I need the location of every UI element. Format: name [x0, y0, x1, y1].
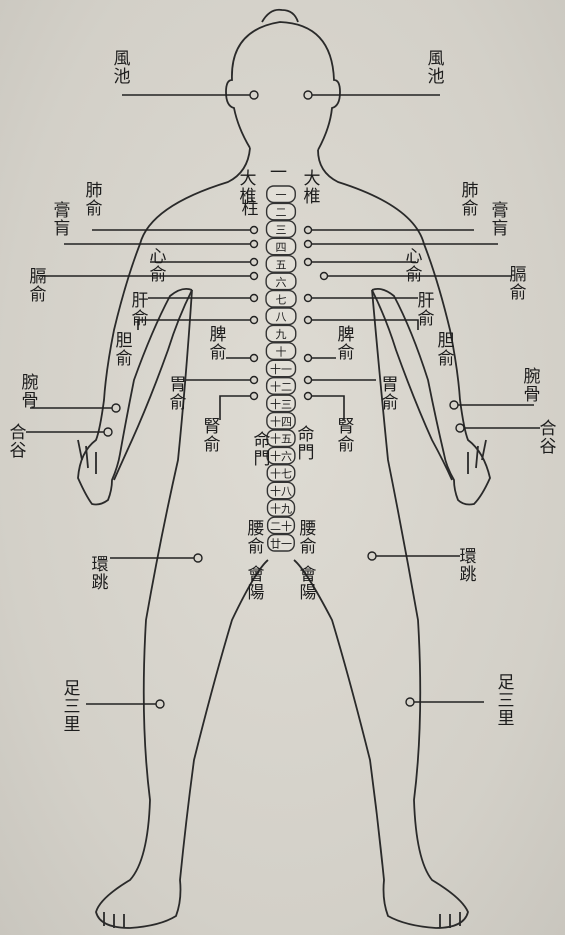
- acupoint-pishu-right: [305, 355, 312, 362]
- vertebra-number: 六: [276, 276, 287, 289]
- label-geshu-left: 膈俞: [30, 267, 47, 305]
- vertebra-number: 十九: [270, 501, 292, 515]
- label-danshu-right: 胆俞: [438, 331, 455, 369]
- acupoint-hegu-right: [456, 424, 464, 432]
- acupoint-shenshu-right: [305, 393, 312, 400]
- head-outline: [226, 22, 340, 150]
- label-yaoshu-right: 腰俞: [300, 519, 317, 557]
- acupoint-danshu-left: [251, 317, 258, 324]
- label-zhu-left: 柱: [242, 199, 259, 219]
- label-xinshu-left: 心俞: [150, 247, 167, 285]
- label-hegu-right: 合谷: [540, 419, 557, 457]
- vertebra-number: 八: [276, 311, 287, 324]
- label-huiyang-right: 會陽: [300, 565, 317, 603]
- label-weishu-left: 胃俞: [170, 375, 187, 413]
- vertebra-number: 四: [276, 241, 287, 254]
- label-feishu-left: 肺俞: [86, 181, 103, 219]
- label-huantiao-right: 環跳: [460, 547, 477, 585]
- vertebra-number: 七: [276, 293, 287, 306]
- acupoint-huantiao-right: [368, 552, 376, 560]
- acupoint-fengchi-right: [304, 91, 312, 99]
- label-ganshu-left: 肝俞: [132, 291, 149, 329]
- vertebra-number: 十三: [270, 397, 292, 411]
- acupoint-gaohuang-right: [305, 241, 312, 248]
- vertebra-number: 十: [276, 345, 287, 359]
- vertebra-number: 十八: [270, 484, 292, 498]
- acupoint-huantiao-left: [194, 554, 202, 562]
- acupoint-fengchi-left: [250, 91, 258, 99]
- label-feishu-right: 肺俞: [462, 181, 479, 219]
- label-yaoshu-left: 腰俞: [248, 519, 265, 557]
- label-mingmen-left: 命門: [254, 431, 271, 469]
- acupoint-zusanli-left: [156, 700, 164, 708]
- label-weishu-right: 胃俞: [382, 375, 399, 413]
- label-huiyang-left: 會陽: [248, 565, 265, 603]
- left-fingers: [78, 440, 96, 474]
- label-zusanli-left: 足三里: [64, 679, 81, 735]
- vertebra-number: 九: [276, 328, 287, 341]
- label-pishu-left: 脾俞: [210, 325, 227, 363]
- label-danshu-left: 胆俞: [116, 331, 133, 369]
- label-shenshu-left: 腎俞: [204, 417, 221, 455]
- label-wangu-right: 腕骨: [524, 367, 541, 405]
- left-toes: [104, 912, 124, 928]
- vertebra-number: 十五: [270, 432, 292, 446]
- acupoint-feishu-left: [251, 227, 258, 234]
- vertebra-number: 廿一: [270, 537, 292, 550]
- acupoint-danshu-right: [305, 317, 312, 324]
- vertebra-number: 十二: [270, 379, 292, 393]
- acupoint-gaohuang-left: [251, 241, 258, 248]
- vertebra-number: 十四: [270, 414, 292, 428]
- vertebra-number: 十六: [270, 449, 292, 463]
- vertebra-number: 二十: [270, 519, 292, 533]
- acupoint-weishu-right: [305, 377, 312, 384]
- right-toes: [440, 912, 460, 928]
- right-fingers: [468, 440, 486, 474]
- label-fengchi-left: 風池: [114, 49, 131, 87]
- hair-knot: [262, 10, 298, 22]
- label-wangu-left: 腕骨: [22, 373, 39, 411]
- acupoint-weishu-left: [251, 377, 258, 384]
- label-fengchi-right: 風池: [428, 49, 445, 87]
- vertebra-number: 二: [276, 206, 287, 219]
- vertebra-number: 十一: [270, 362, 292, 376]
- vertebra-number: 一: [276, 189, 287, 202]
- label-ganshu-right: 肝俞: [418, 291, 435, 329]
- label-dazhui-right: 大椎: [304, 169, 321, 207]
- label-hegu-left: 合谷: [10, 423, 27, 461]
- label-mingmen-right: 命門: [298, 425, 315, 463]
- label-gaohuang-left: 膏肓: [54, 200, 71, 239]
- spine-top-label: 一: [270, 163, 287, 183]
- acupoint-geshu-left: [251, 273, 258, 280]
- acupoint-pishu-left: [251, 355, 258, 362]
- label-zusanli-right: 足三里: [498, 673, 515, 729]
- acupoint-zusanli-right: [406, 698, 414, 706]
- acupoint-hegu-left: [104, 428, 112, 436]
- acupoint-xinshu-right: [305, 259, 312, 266]
- acupoint-wangu-right: [450, 401, 458, 409]
- acupoint-xinshu-left: [251, 259, 258, 266]
- label-pishu-right: 脾俞: [338, 325, 355, 363]
- acupoint-shenshu-left: [251, 393, 258, 400]
- acupoint-ganshu-right: [305, 295, 312, 302]
- vertebra-number: 十七: [270, 467, 292, 481]
- label-geshu-right: 膈俞: [510, 265, 527, 303]
- acupoint-geshu-right: [321, 273, 328, 280]
- acupoint-feishu-right: [305, 227, 312, 234]
- vertebra-number: 五: [276, 258, 287, 271]
- vertebra-number: 三: [276, 224, 287, 237]
- label-huantiao-left: 環跳: [92, 555, 109, 593]
- acupoint-ganshu-left: [251, 295, 258, 302]
- label-shenshu-right: 腎俞: [338, 417, 355, 455]
- label-xinshu-right: 心俞: [406, 247, 423, 285]
- label-gaohuang-right: 膏肓: [492, 200, 509, 239]
- acupoint-wangu-left: [112, 404, 120, 412]
